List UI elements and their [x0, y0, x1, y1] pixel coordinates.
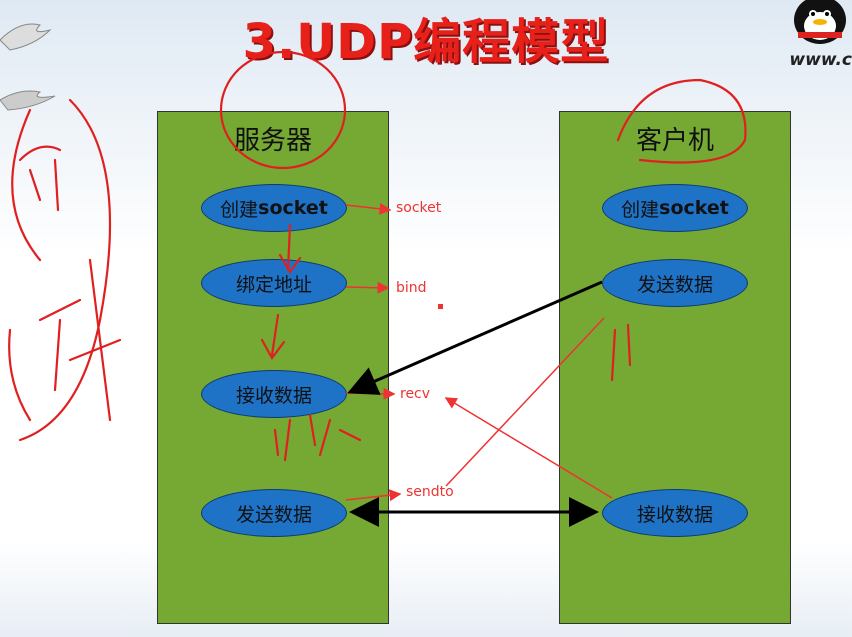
label-recv: recv	[400, 386, 431, 402]
client-node-recv: 接收数据	[602, 489, 748, 537]
node-label-bold: socket	[659, 197, 729, 219]
node-label: 发送数据	[636, 273, 713, 296]
arrow-red-to-recv	[444, 397, 613, 499]
label-sendto: sendto	[406, 484, 454, 500]
node-label: 接收数据	[235, 384, 312, 407]
server-node-recv: 接收数据	[201, 370, 347, 418]
arrow-to-bind	[345, 281, 390, 294]
node-label: 创建	[621, 198, 660, 221]
arrow-to-recv	[345, 387, 396, 400]
red-dot	[438, 304, 443, 309]
label-socket: socket	[396, 200, 442, 216]
line-red-to-sendto	[445, 317, 605, 487]
arrow-client-send-to-server-recv	[347, 280, 603, 395]
penguin-icon	[794, 0, 846, 44]
node-label: 接收数据	[636, 503, 713, 526]
handwriting-annotations	[8, 50, 747, 462]
server-node-send: 发送数据	[201, 489, 347, 537]
node-label: 绑定地址	[235, 273, 312, 296]
slide-title: 3.UDP编程模型	[242, 14, 610, 70]
node-label-bold: socket	[258, 197, 328, 219]
arrow-to-sendto	[345, 489, 402, 502]
watermark-text: www.c	[789, 50, 852, 70]
client-node-send: 发送数据	[602, 259, 748, 307]
node-label: 创建	[220, 198, 259, 221]
arrow-to-socket	[345, 202, 392, 215]
node-label: 发送数据	[235, 503, 312, 526]
server-title: 服务器	[233, 126, 312, 156]
label-bind: bind	[396, 280, 427, 296]
client-title: 客户机	[635, 126, 714, 156]
seagull-icon	[0, 23, 52, 51]
server-node-bind: 绑定地址	[201, 259, 347, 307]
seagull-icon	[0, 90, 56, 111]
